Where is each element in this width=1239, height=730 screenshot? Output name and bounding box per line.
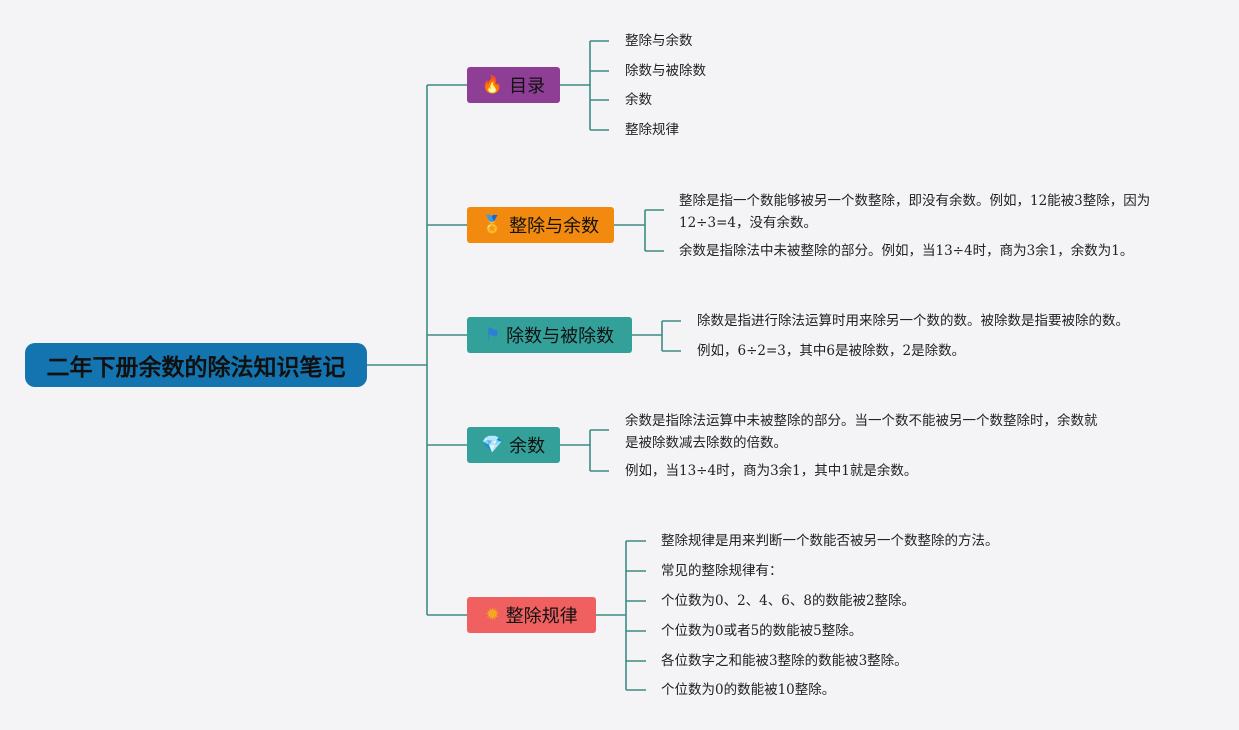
rule-item: 个位数为0或者5的数能被5整除。	[661, 623, 863, 639]
root-topic[interactable]: 二年下册余数的除法知识笔记	[25, 343, 367, 387]
branch-toc[interactable]: 🔥 目录	[467, 67, 560, 103]
note-text: 例如，6÷2=3，其中6是被除数，2是除数。	[697, 340, 965, 362]
note-line: 余数是指除法中未被整除的部分。例如，当13÷4时，商为3余1，余数为1。	[679, 243, 1134, 259]
sun-icon: ✹	[485, 604, 500, 625]
branch-label: 除数与被除数	[506, 326, 615, 347]
rule-item: 常见的整除规律有：	[661, 563, 783, 579]
diamond-icon: 💎	[481, 434, 504, 455]
toc-item[interactable]: 整除规律	[625, 122, 679, 138]
rule-item: 各位数字之和能被3整除的数能被3整除。	[661, 653, 908, 669]
branch-label: 整除与余数	[509, 216, 600, 237]
branch-remainder[interactable]: 💎 余数	[467, 427, 560, 463]
toc-item[interactable]: 除数与被除数	[625, 63, 706, 79]
branch-label: 目录	[509, 76, 546, 97]
toc-item[interactable]: 整除与余数	[625, 33, 693, 49]
note-line: 例如，6÷2=3，其中6是被除数，2是除数。	[697, 343, 966, 359]
note-line: 例如，当13÷4时，商为3余1，其中1就是余数。	[625, 463, 918, 479]
branch-divisor-dividend[interactable]: ⚑ 除数与被除数	[467, 317, 632, 353]
note-line: 是被除数减去除数的倍数。	[625, 435, 787, 451]
note-text: 整除是指一个数能够被另一个数整除，即没有余数。例如，12能被3整除，因为 12÷…	[679, 190, 1150, 234]
note-text: 余数是指除法运算中未被整除的部分。当一个数不能被另一个数整除时，余数就 是被除数…	[625, 410, 1098, 454]
rule-item: 整除规律是用来判断一个数能否被另一个数整除的方法。	[661, 533, 999, 549]
flag-icon: ⚑	[484, 324, 501, 345]
award-icon: 🏅	[481, 214, 504, 235]
branch-divisibility-rules[interactable]: ✹ 整除规律	[467, 597, 596, 633]
note-text: 例如，当13÷4时，商为3余1，其中1就是余数。	[625, 460, 917, 482]
rule-item: 个位数为0的数能被10整除。	[661, 682, 836, 698]
branch-label: 余数	[509, 436, 546, 457]
note-line: 12÷3=4，没有余数。	[679, 215, 817, 231]
note-text: 余数是指除法中未被整除的部分。例如，当13÷4时，商为3余1，余数为1。	[679, 240, 1133, 262]
note-line: 除数是指进行除法运算时用来除另一个数的数。被除数是指要被除的数。	[697, 313, 1129, 329]
rule-item: 个位数为0、2、4、6、8的数能被2整除。	[661, 593, 916, 609]
note-line: 余数是指除法运算中未被整除的部分。当一个数不能被另一个数整除时，余数就	[625, 413, 1098, 429]
flame-icon: 🔥	[481, 74, 504, 95]
note-line: 整除是指一个数能够被另一个数整除，即没有余数。例如，12能被3整除，因为	[679, 193, 1151, 209]
branch-divisibility-remainder[interactable]: 🏅 整除与余数	[467, 207, 614, 243]
toc-item[interactable]: 余数	[625, 92, 652, 108]
note-text: 除数是指进行除法运算时用来除另一个数的数。被除数是指要被除的数。	[697, 310, 1129, 332]
branch-label: 整除规律	[505, 606, 578, 627]
root-title: 二年下册余数的除法知识笔记	[46, 355, 346, 381]
